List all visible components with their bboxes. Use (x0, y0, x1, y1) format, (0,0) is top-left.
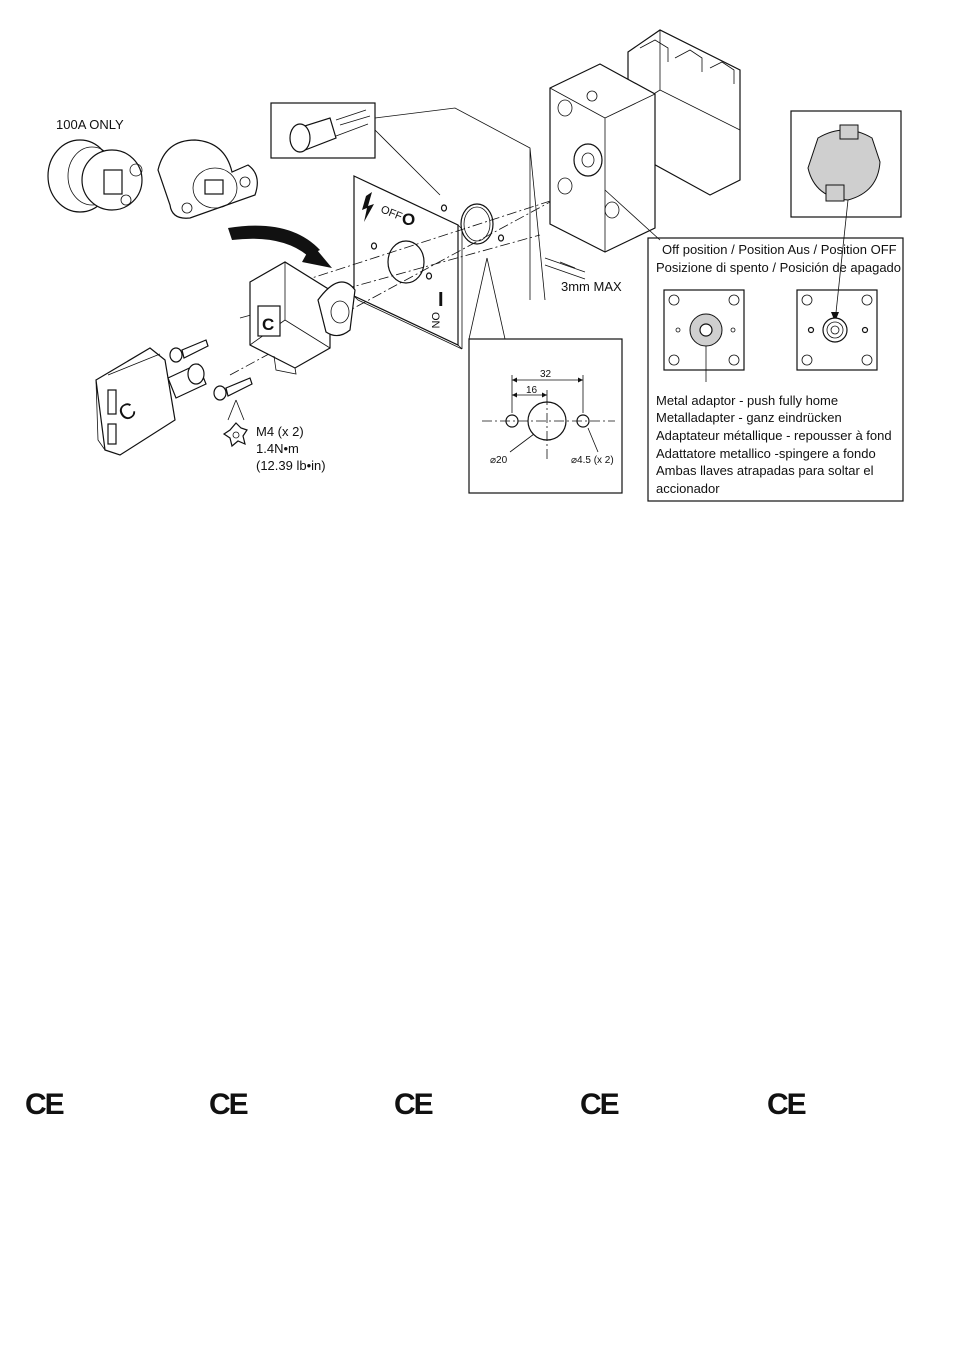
adaptor-text-en: Metal adaptor - push fully home (656, 393, 838, 408)
adaptor-text-fr: Adaptateur métallique - repousser à fond (656, 428, 892, 443)
screw-upper (169, 339, 209, 363)
panel-o-text: O (402, 210, 415, 229)
torque-nm-text: 1.4N•m (256, 441, 299, 456)
panel-on-text: ON (429, 312, 441, 329)
ce-mark-5: CE (767, 1088, 807, 1121)
adaptor-text-es-1: Ambas llaves atrapadas para soltar el (656, 463, 874, 478)
dim-half-text: 16 (526, 385, 538, 396)
hazard-icon (362, 192, 374, 222)
handle-knob: C (95, 347, 207, 456)
adaptor-text-de: Metalladapter - ganz eindrücken (656, 410, 842, 425)
panel-i-text: I (438, 289, 444, 311)
off-position-line1: Off position / Position Aus / Position O… (662, 242, 897, 257)
torx-icon (222, 399, 248, 448)
mechanism-letter: C (262, 315, 274, 334)
dim-total-text: 32 (540, 369, 552, 380)
adaptor-100a-right (157, 139, 258, 219)
gap-dimension (544, 257, 586, 280)
adaptor-plate-right (796, 289, 878, 371)
adaptor-100a-left (47, 139, 143, 213)
drill-inset (270, 102, 376, 159)
switch-body (549, 29, 741, 253)
drill-template-box: 32 16 ⌀20 ⌀4.5 (x 2) (468, 257, 623, 494)
gasket-ring (460, 203, 505, 245)
ce-mark-4: CE (580, 1088, 620, 1121)
adaptor-text-it: Adattatore metallico -spingere a fondo (656, 446, 876, 461)
label-100a-only: 100A ONLY (56, 117, 124, 132)
adaptor-text-es-2: accionador (656, 481, 720, 496)
max-gap-text: 3mm MAX (561, 279, 622, 294)
torque-lbin-text: (12.39 lb•in) (256, 458, 326, 473)
switch-mechanism: C (249, 261, 356, 375)
dia-holes-text: ⌀4.5 (x 2) (571, 455, 614, 466)
ce-mark-2: CE (209, 1088, 249, 1121)
front-panel: OFF O I ON (353, 175, 463, 350)
screw-lower (213, 377, 253, 401)
off-position-box: Off position / Position Aus / Position O… (647, 237, 904, 502)
adaptor-plate-left (663, 289, 745, 371)
screw-size-text: M4 (x 2) (256, 424, 304, 439)
dia-center-text: ⌀20 (490, 455, 508, 466)
ce-mark-1: CE (25, 1088, 65, 1121)
off-position-line2: Posizione di spento / Posición de apagad… (656, 260, 901, 275)
ce-mark-3: CE (394, 1088, 434, 1121)
key-inset (790, 110, 902, 323)
curved-arrow-icon (228, 225, 332, 268)
